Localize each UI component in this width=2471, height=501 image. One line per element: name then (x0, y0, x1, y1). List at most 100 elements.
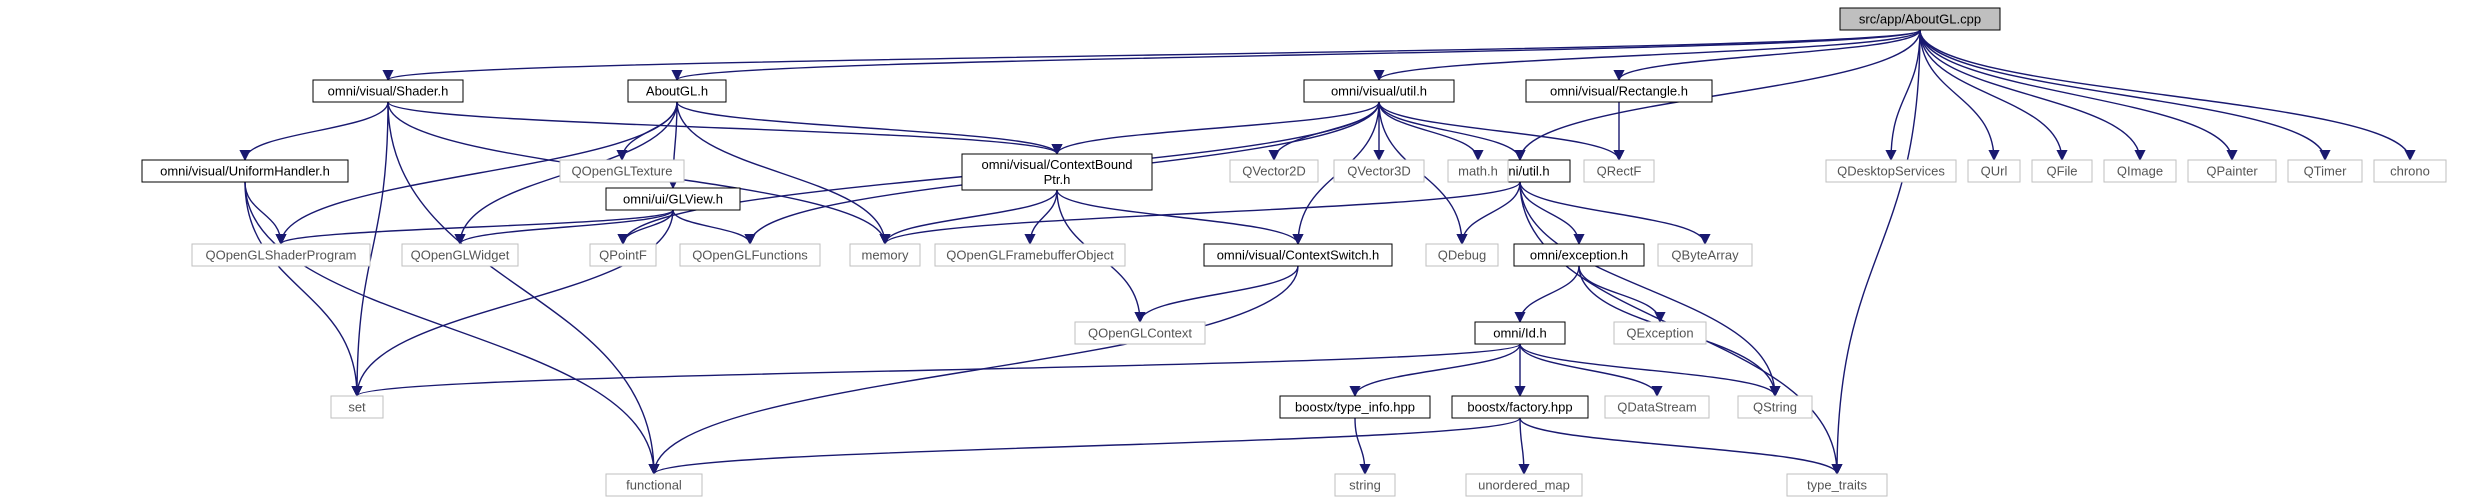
node-box (191, 243, 371, 267)
node-math-h: math.h (1447, 159, 1509, 183)
node-util-visual-h[interactable]: omni/visual/util.h (1303, 79, 1455, 103)
node-box (141, 159, 349, 183)
edge-aboutgl-cpp-to-shader-h (383, 29, 1921, 82)
edge-shader-h-to-uniformhandler-h (239, 101, 389, 162)
edge-uniformhandler-h-to-qopenglshaderprogram (244, 181, 287, 246)
node-box (679, 243, 821, 267)
edge-omni-util-h-to-qstring (1519, 181, 1781, 398)
node-label: QDataStream (1617, 400, 1696, 415)
node-rectangle-h[interactable]: omni/visual/Rectangle.h (1525, 79, 1713, 103)
node-box (1525, 79, 1713, 103)
node-box (1786, 473, 1888, 497)
edge-contextboundptr-h-to-qopenglframebufferobject (1024, 189, 1058, 246)
node-qopengltexture: QOpenGLTexture (559, 159, 685, 183)
node-label: QOpenGLFramebufferObject (946, 248, 1114, 263)
node-qurl: QUrl (1967, 159, 2021, 183)
node-box (589, 243, 657, 267)
node-label: QByteArray (1671, 248, 1739, 263)
node-box (2373, 159, 2447, 183)
node-label: omni/visual/ContextBound (981, 157, 1132, 172)
node-uniformhandler-h[interactable]: omni/visual/UniformHandler.h (141, 159, 349, 183)
node-label: QException (1626, 326, 1693, 341)
node-id-h[interactable]: omni/Id.h (1474, 321, 1566, 345)
node-label: omni/Id.h (1493, 326, 1546, 341)
node-label: QFile (2046, 164, 2077, 179)
node-glview-h[interactable]: omni/ui/GLView.h (605, 187, 741, 211)
node-label: boostx/type_info.hpp (1295, 400, 1415, 415)
node-memory: memory (849, 243, 921, 267)
edge-id-h-to-set (351, 343, 1521, 398)
node-label: AboutGL.h (646, 84, 708, 99)
node-box (961, 153, 1153, 191)
edge-aboutgl-cpp-to-qtimer (1919, 29, 2331, 162)
node-label: omni/visual/ContextSwitch.h (1217, 248, 1380, 263)
edge-aboutgl-cpp-to-rectangle-h (1613, 29, 1921, 82)
edge-exception-h-to-id-h (1514, 265, 1580, 324)
node-box (1203, 243, 1393, 267)
edge-shader-h-to-set (351, 101, 389, 398)
edge-type-info-hpp-to-string (1354, 417, 1371, 476)
node-label: omni/visual/Shader.h (328, 84, 449, 99)
node-box (1604, 395, 1710, 419)
node-box (1425, 243, 1499, 267)
node-chrono: chrono (2373, 159, 2447, 183)
node-box (559, 159, 685, 183)
edge-aboutgl-h-to-qopengltexture (616, 101, 678, 162)
node-contextswitch-h[interactable]: omni/visual/ContextSwitch.h (1203, 243, 1393, 267)
node-qdebug: QDebug (1425, 243, 1499, 267)
edge-aboutgl-h-to-contextboundptr-h (676, 101, 1063, 156)
edge-aboutgl-cpp-to-qdesktopservices (1885, 29, 1921, 162)
node-set: set (330, 395, 384, 419)
edge-shader-h-to-contextboundptr-h (387, 101, 1063, 156)
node-label: set (348, 400, 366, 415)
edge-aboutgl-cpp-to-qurl (1919, 29, 2000, 162)
node-label: Ptr.h (1044, 172, 1071, 187)
edge-util-visual-h-to-omni-util-h (1378, 101, 1526, 162)
node-qexception: QException (1613, 321, 1707, 345)
dependency-edges (239, 29, 2416, 476)
node-label: chrono (2390, 164, 2430, 179)
node-factory-hpp[interactable]: boostx/factory.hpp (1451, 395, 1589, 419)
node-aboutgl-cpp[interactable]: src/app/AboutGL.cpp (1839, 7, 2001, 31)
node-label: src/app/AboutGL.cpp (1859, 12, 1981, 27)
dependency-nodes: src/app/AboutGL.cpp omni/visual/Shader.h A… (141, 7, 2447, 497)
node-qvector3d: QVector3D (1333, 159, 1425, 183)
node-box (330, 395, 384, 419)
edge-contextboundptr-h-to-contextswitch-h (1056, 189, 1304, 246)
node-qbytearray: QByteArray (1657, 243, 1753, 267)
node-label: QPainter (2206, 164, 2258, 179)
edge-glview-h-to-qopenglshaderprogram (275, 209, 674, 246)
node-qrectf: QRectF (1583, 159, 1655, 183)
edge-aboutgl-cpp-to-util-visual-h (1373, 29, 1921, 82)
node-aboutgl-h[interactable]: AboutGL.h (627, 79, 727, 103)
node-type-info-hpp[interactable]: boostx/type_info.hpp (1279, 395, 1431, 419)
edge-util-visual-h-to-qrectf (1378, 101, 1625, 162)
node-exception-h[interactable]: omni/exception.h (1513, 243, 1645, 267)
edge-omni-util-h-to-memory (879, 181, 1521, 246)
node-box (1474, 321, 1566, 345)
node-label: QVector3D (1347, 164, 1411, 179)
node-box (2287, 159, 2363, 183)
node-box (1737, 395, 1813, 419)
node-label: omni/visual/UniformHandler.h (160, 164, 330, 179)
node-label: QOpenGLTexture (572, 164, 673, 179)
node-label: QTimer (2304, 164, 2348, 179)
node-box (1333, 159, 1425, 183)
node-qstring: QString (1737, 395, 1813, 419)
edge-id-h-to-qdatastream (1519, 343, 1663, 398)
node-shader-h[interactable]: omni/visual/Shader.h (312, 79, 464, 103)
edge-id-h-to-qstring (1519, 343, 1781, 398)
node-qpainter: QPainter (2187, 159, 2277, 183)
node-type-traits: type_traits (1786, 473, 1888, 497)
node-label: QDebug (1438, 248, 1486, 263)
node-box (605, 473, 703, 497)
node-box (2187, 159, 2277, 183)
node-box (1229, 159, 1319, 183)
node-box (312, 79, 464, 103)
node-box (1451, 395, 1589, 419)
node-box (849, 243, 921, 267)
node-label: omni/ui/GLView.h (623, 192, 723, 207)
edge-glview-h-to-qopenglwidget (454, 209, 674, 246)
node-box (1839, 7, 2001, 31)
